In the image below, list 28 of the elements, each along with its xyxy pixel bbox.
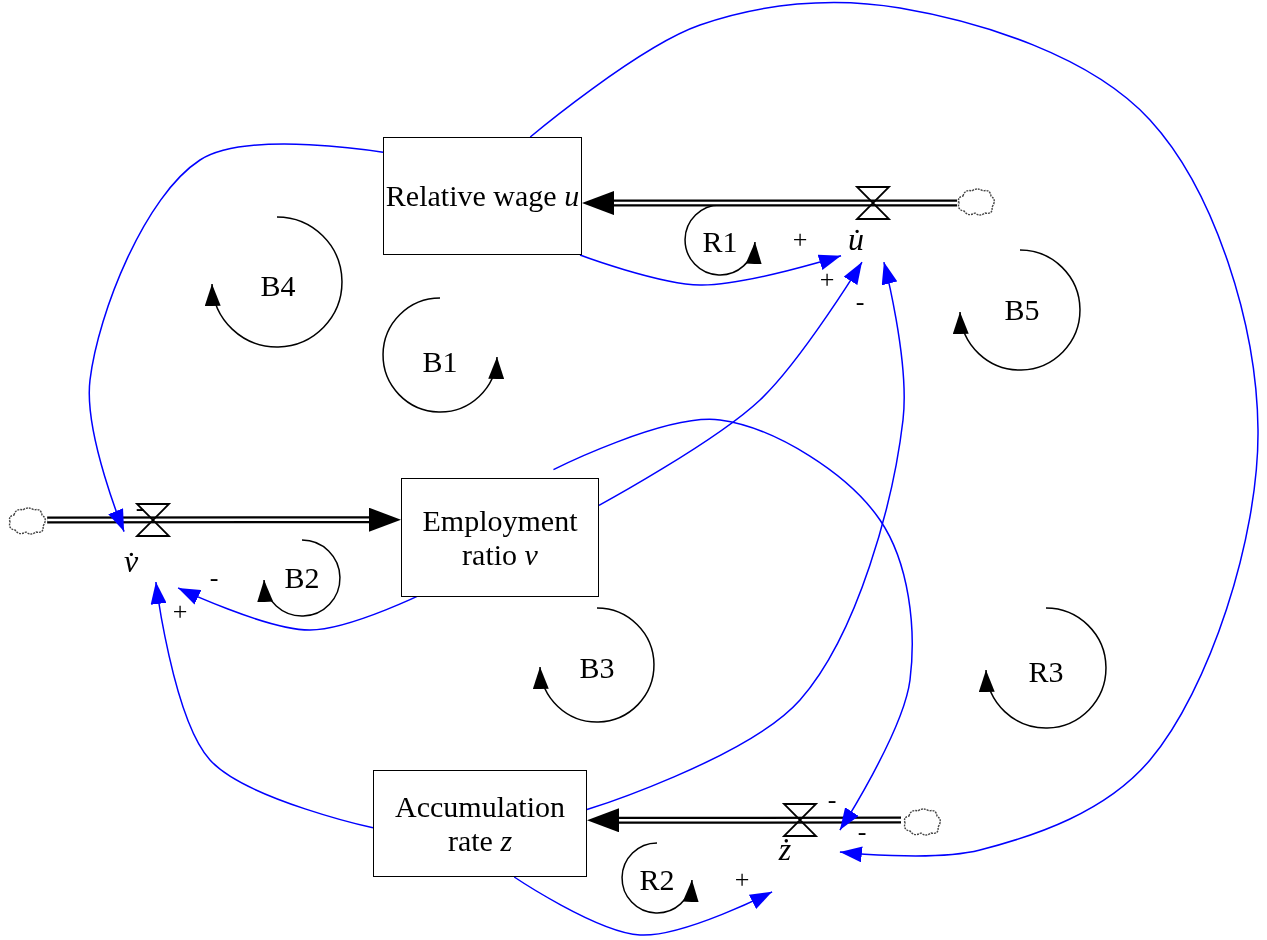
loop-label: B1 bbox=[422, 347, 458, 377]
cloud-icon bbox=[6, 505, 48, 537]
rate-label: u̇ bbox=[848, 222, 864, 256]
polarity-sign: - bbox=[855, 287, 865, 317]
loop-label: B2 bbox=[284, 563, 320, 593]
stock-box bbox=[383, 137, 582, 255]
stock-box bbox=[373, 770, 587, 877]
polarity-sign: + bbox=[172, 597, 188, 627]
stock-label: Employment ratio v bbox=[421, 503, 579, 572]
loop-label: B3 bbox=[579, 653, 615, 683]
polarity-sign: + bbox=[819, 265, 835, 295]
rate-label: v̇ bbox=[123, 544, 139, 578]
polarity-sign: - bbox=[209, 563, 219, 593]
cloud-icon bbox=[901, 806, 943, 838]
polarity-sign: - bbox=[827, 785, 837, 815]
polarity-sign: + bbox=[734, 865, 750, 895]
loop-label: R3 bbox=[1028, 657, 1064, 687]
loop-label: B4 bbox=[260, 271, 296, 301]
rate-label: ż bbox=[778, 832, 792, 866]
loop-label: B5 bbox=[1004, 295, 1040, 325]
stock-label: Relative wage u bbox=[385, 179, 580, 213]
polarity-sign: + bbox=[792, 225, 808, 255]
cloud-icon bbox=[955, 186, 997, 218]
polarity-sign: - bbox=[857, 817, 867, 847]
stock-box bbox=[401, 478, 599, 597]
loop-label: R2 bbox=[639, 865, 675, 895]
stock-label: Accumulation rate z bbox=[394, 789, 566, 858]
loop-label: R1 bbox=[702, 227, 738, 257]
